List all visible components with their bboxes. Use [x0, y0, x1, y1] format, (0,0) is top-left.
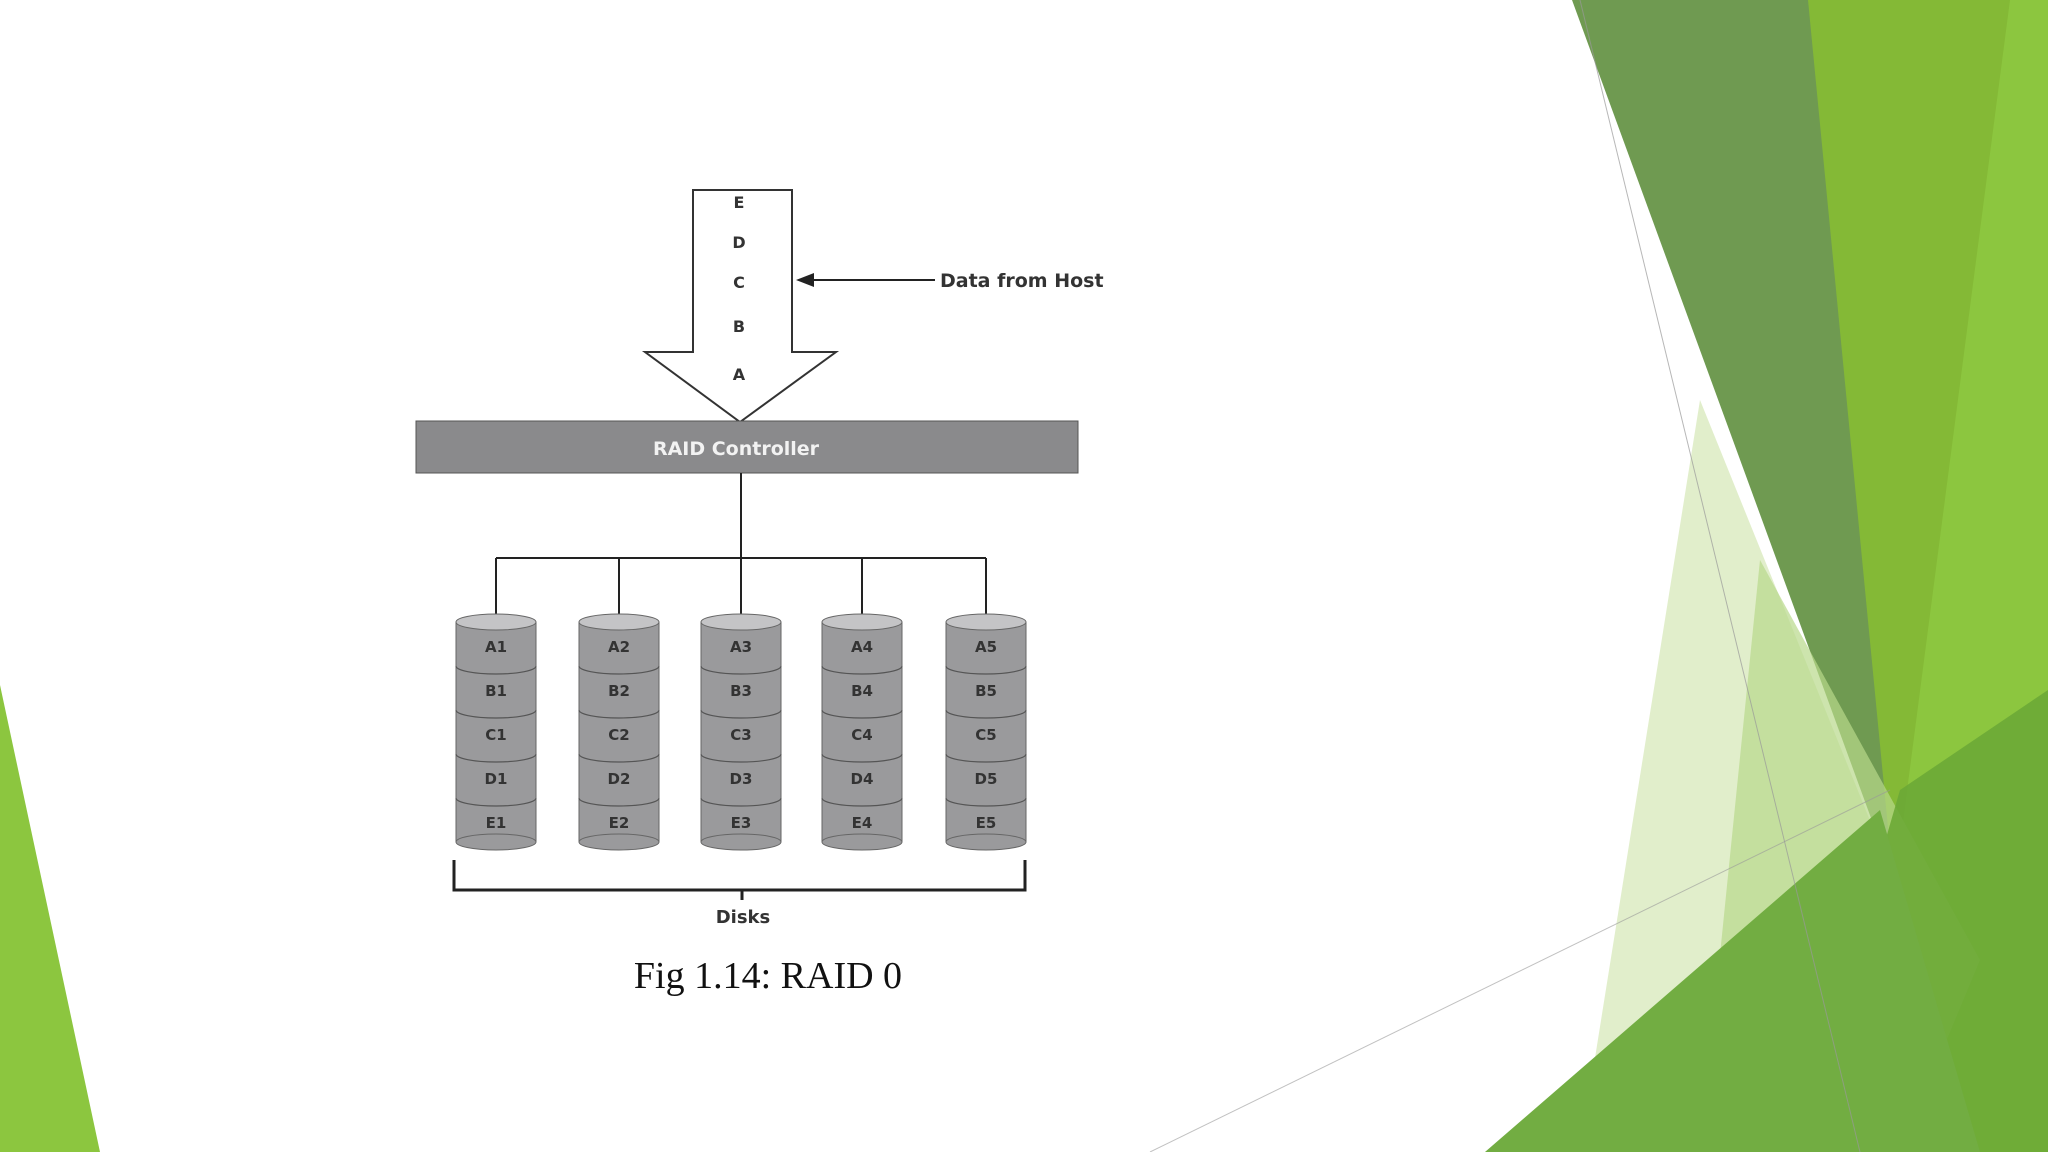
data-stream-arrow [641, 189, 840, 424]
disk-segment-divider [455, 753, 537, 763]
disk-top [578, 613, 660, 631]
disk-top [700, 613, 782, 631]
disk-block-label: A1 [485, 638, 507, 656]
stream-letter: B [733, 317, 745, 336]
disk-block-label: D4 [851, 770, 874, 788]
connector-lines [495, 473, 987, 615]
disk-base [700, 833, 782, 851]
disk-segment-divider [700, 797, 782, 807]
right-decor [1149, 0, 2048, 1152]
disk-segment-divider [578, 753, 660, 763]
disk-segment-divider [821, 753, 903, 763]
disk-block-label: D1 [485, 770, 508, 788]
disk-block-label: B5 [975, 682, 997, 700]
disk-body [701, 622, 781, 842]
disk-block-label: E1 [486, 814, 507, 832]
disk-block-label: C2 [608, 726, 629, 744]
disk-segment-divider [821, 709, 903, 719]
disk-block-label: E3 [731, 814, 752, 832]
disk-block-label: E4 [852, 814, 873, 832]
disk-body [822, 622, 902, 842]
disk-block-label: B3 [730, 682, 752, 700]
disk-body [946, 622, 1026, 842]
disk-segment-divider [945, 753, 1027, 763]
decor-thin-line [1149, 789, 1891, 1152]
disk-segment-divider [700, 753, 782, 763]
disk-block-label: C4 [851, 726, 872, 744]
disk-segment-divider [578, 709, 660, 719]
host-pointer-arrowhead [796, 273, 814, 287]
disk-body [579, 622, 659, 842]
disk-segment-divider [455, 797, 537, 807]
disk-segment-divider [455, 709, 537, 719]
disk-segment-divider [455, 665, 537, 675]
disk-base [945, 833, 1027, 851]
right-decor-facet-bright [1808, 0, 2010, 900]
disk-block-label: D5 [975, 770, 998, 788]
stream-letter: D [732, 233, 745, 252]
disk-top [455, 613, 537, 631]
disk-segment-divider [578, 665, 660, 675]
left-decor-wedge [0, 685, 100, 1152]
disk-block-label: D2 [608, 770, 631, 788]
disk-block-label: B1 [485, 682, 507, 700]
disk-segment-divider [700, 709, 782, 719]
disk-block-label: E2 [609, 814, 630, 832]
stream-letter: E [734, 193, 745, 212]
disk-segment-divider [821, 665, 903, 675]
disk-body [456, 622, 536, 842]
disk-block-label: D3 [730, 770, 753, 788]
disk-base [455, 833, 537, 851]
disks-bracket [452, 860, 1027, 892]
disk-segment-divider [821, 797, 903, 807]
disk-base [821, 833, 903, 851]
disk-block-label: B2 [608, 682, 630, 700]
host-label: Data from Host [940, 270, 1104, 292]
stream-letter: C [733, 273, 745, 292]
disk-base [578, 833, 660, 851]
disk-top [821, 613, 903, 631]
disk-block-label: C5 [975, 726, 996, 744]
disk-segment-divider [700, 665, 782, 675]
disks-label: Disks [716, 907, 771, 928]
disk-segment-divider [945, 797, 1027, 807]
disk-block-label: A5 [975, 638, 997, 656]
disk-block-label: C3 [730, 726, 751, 744]
disk-top [945, 613, 1027, 631]
right-decor-facet-bottom [1485, 810, 1980, 1152]
disk-block-label: E5 [976, 814, 997, 832]
disk-segment-divider [945, 709, 1027, 719]
disk-block-label: A3 [730, 638, 752, 656]
disk-segment-divider [945, 665, 1027, 675]
raid-controller-label: RAID Controller [653, 438, 820, 460]
stream-letter: A [733, 365, 746, 384]
disk-block-label: A2 [608, 638, 630, 656]
decor-thin-line [1579, 0, 1861, 1152]
disk-block-label: A4 [851, 638, 873, 656]
disk-block-label: B4 [851, 682, 873, 700]
raid-controller-box [415, 420, 1079, 474]
figure-caption: Fig 1.14: RAID 0 [634, 955, 902, 997]
disk-segment-divider [578, 797, 660, 807]
disk-block-label: C1 [485, 726, 506, 744]
